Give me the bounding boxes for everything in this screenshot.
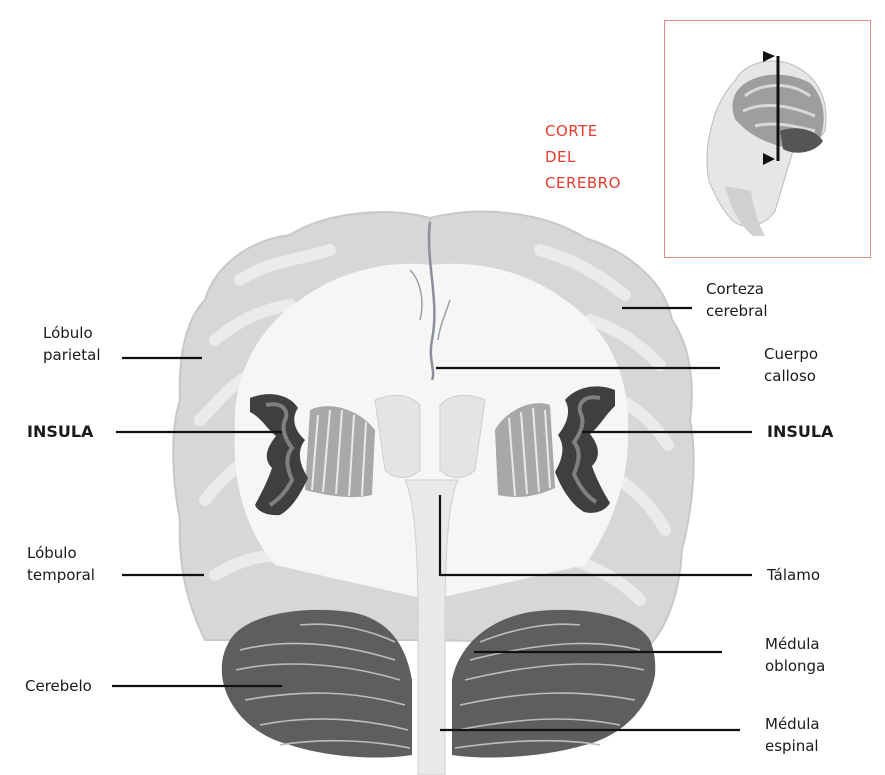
- label-medula-oblonga: Médula oblonga: [765, 633, 825, 677]
- label-insula-right: INSULA: [767, 421, 833, 443]
- basal-ganglia-left: [305, 406, 375, 497]
- label-talamo: Tálamo: [767, 564, 820, 586]
- label-cerebelo: Cerebelo: [25, 675, 92, 697]
- label-insula-left: INSULA: [27, 421, 93, 443]
- inset-title-line2: DEL: [545, 144, 621, 170]
- label-cuerpo-line2: calloso: [764, 365, 818, 387]
- cerebellum-left: [222, 610, 412, 758]
- label-medula-oblonga-line2: oblonga: [765, 655, 825, 677]
- label-medula-espinal-line2: espinal: [765, 735, 820, 757]
- label-lobulo-parietal-line1: Lóbulo: [43, 322, 101, 344]
- label-cuerpo-line1: Cuerpo: [764, 343, 818, 365]
- inset-head-box: [664, 20, 871, 258]
- label-lobulo-temporal-line2: temporal: [27, 564, 95, 586]
- inset-title: CORTE DEL CEREBRO: [545, 118, 621, 196]
- label-medula-espinal-line1: Médula: [765, 713, 820, 735]
- label-medula-oblonga-line1: Médula: [765, 633, 825, 655]
- inset-title-line1: CORTE: [545, 118, 621, 144]
- label-lobulo-temporal-line1: Lóbulo: [27, 542, 95, 564]
- label-corteza-cerebral: Corteza cerebral: [706, 278, 768, 322]
- label-corteza-line2: cerebral: [706, 300, 768, 322]
- label-medula-espinal: Médula espinal: [765, 713, 820, 757]
- label-lobulo-parietal-line2: parietal: [43, 344, 101, 366]
- label-corteza-line1: Corteza: [706, 278, 768, 300]
- label-lobulo-temporal: Lóbulo temporal: [27, 542, 95, 586]
- label-lobulo-parietal: Lóbulo parietal: [43, 322, 101, 366]
- inset-title-line3: CEREBRO: [545, 170, 621, 196]
- head-illustration: [665, 21, 869, 256]
- label-cuerpo-calloso: Cuerpo calloso: [764, 343, 818, 387]
